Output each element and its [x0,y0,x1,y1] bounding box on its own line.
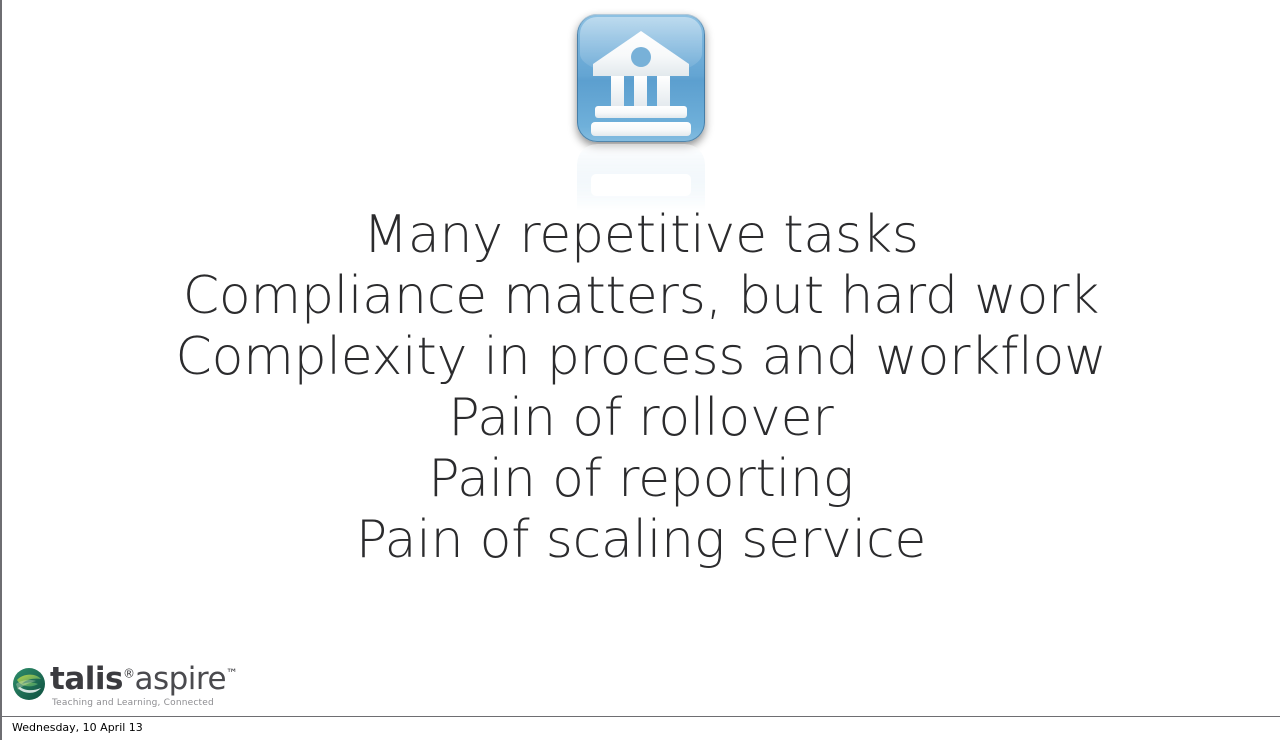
footer-date: Wednesday, 10 April 13 [12,721,143,734]
logo-word-primary: talis [50,661,123,697]
trademark-symbol: ™ [226,666,238,681]
slide-line-1: Many repetitive tasks [363,205,919,265]
slide-line-6: Pain of scaling service [355,510,927,570]
slide-line-2: Compliance matters, but hard work [182,266,1100,326]
footer-divider [2,716,1280,717]
slide-icon-block [2,14,1280,210]
talis-swirl-logo-mark [12,667,46,706]
slide-line-3: Complexity in process and workflow [175,327,1107,387]
logo-word-secondary: aspire [134,661,227,697]
talis-aspire-logo: talis®aspire™ Teaching and Learning, Con… [12,664,238,708]
icon-reflection [577,144,705,210]
logo-wordmark: talis®aspire™ [50,664,238,695]
slide-line-5: Pain of reporting [428,449,854,509]
logo-tagline: Teaching and Learning, Connected [52,698,214,708]
institution-building-icon [577,14,705,142]
slide-body-text: Many repetitive tasks Compliance matters… [2,205,1280,571]
registered-symbol: ® [122,666,135,681]
slide-line-4: Pain of rollover [448,388,834,448]
